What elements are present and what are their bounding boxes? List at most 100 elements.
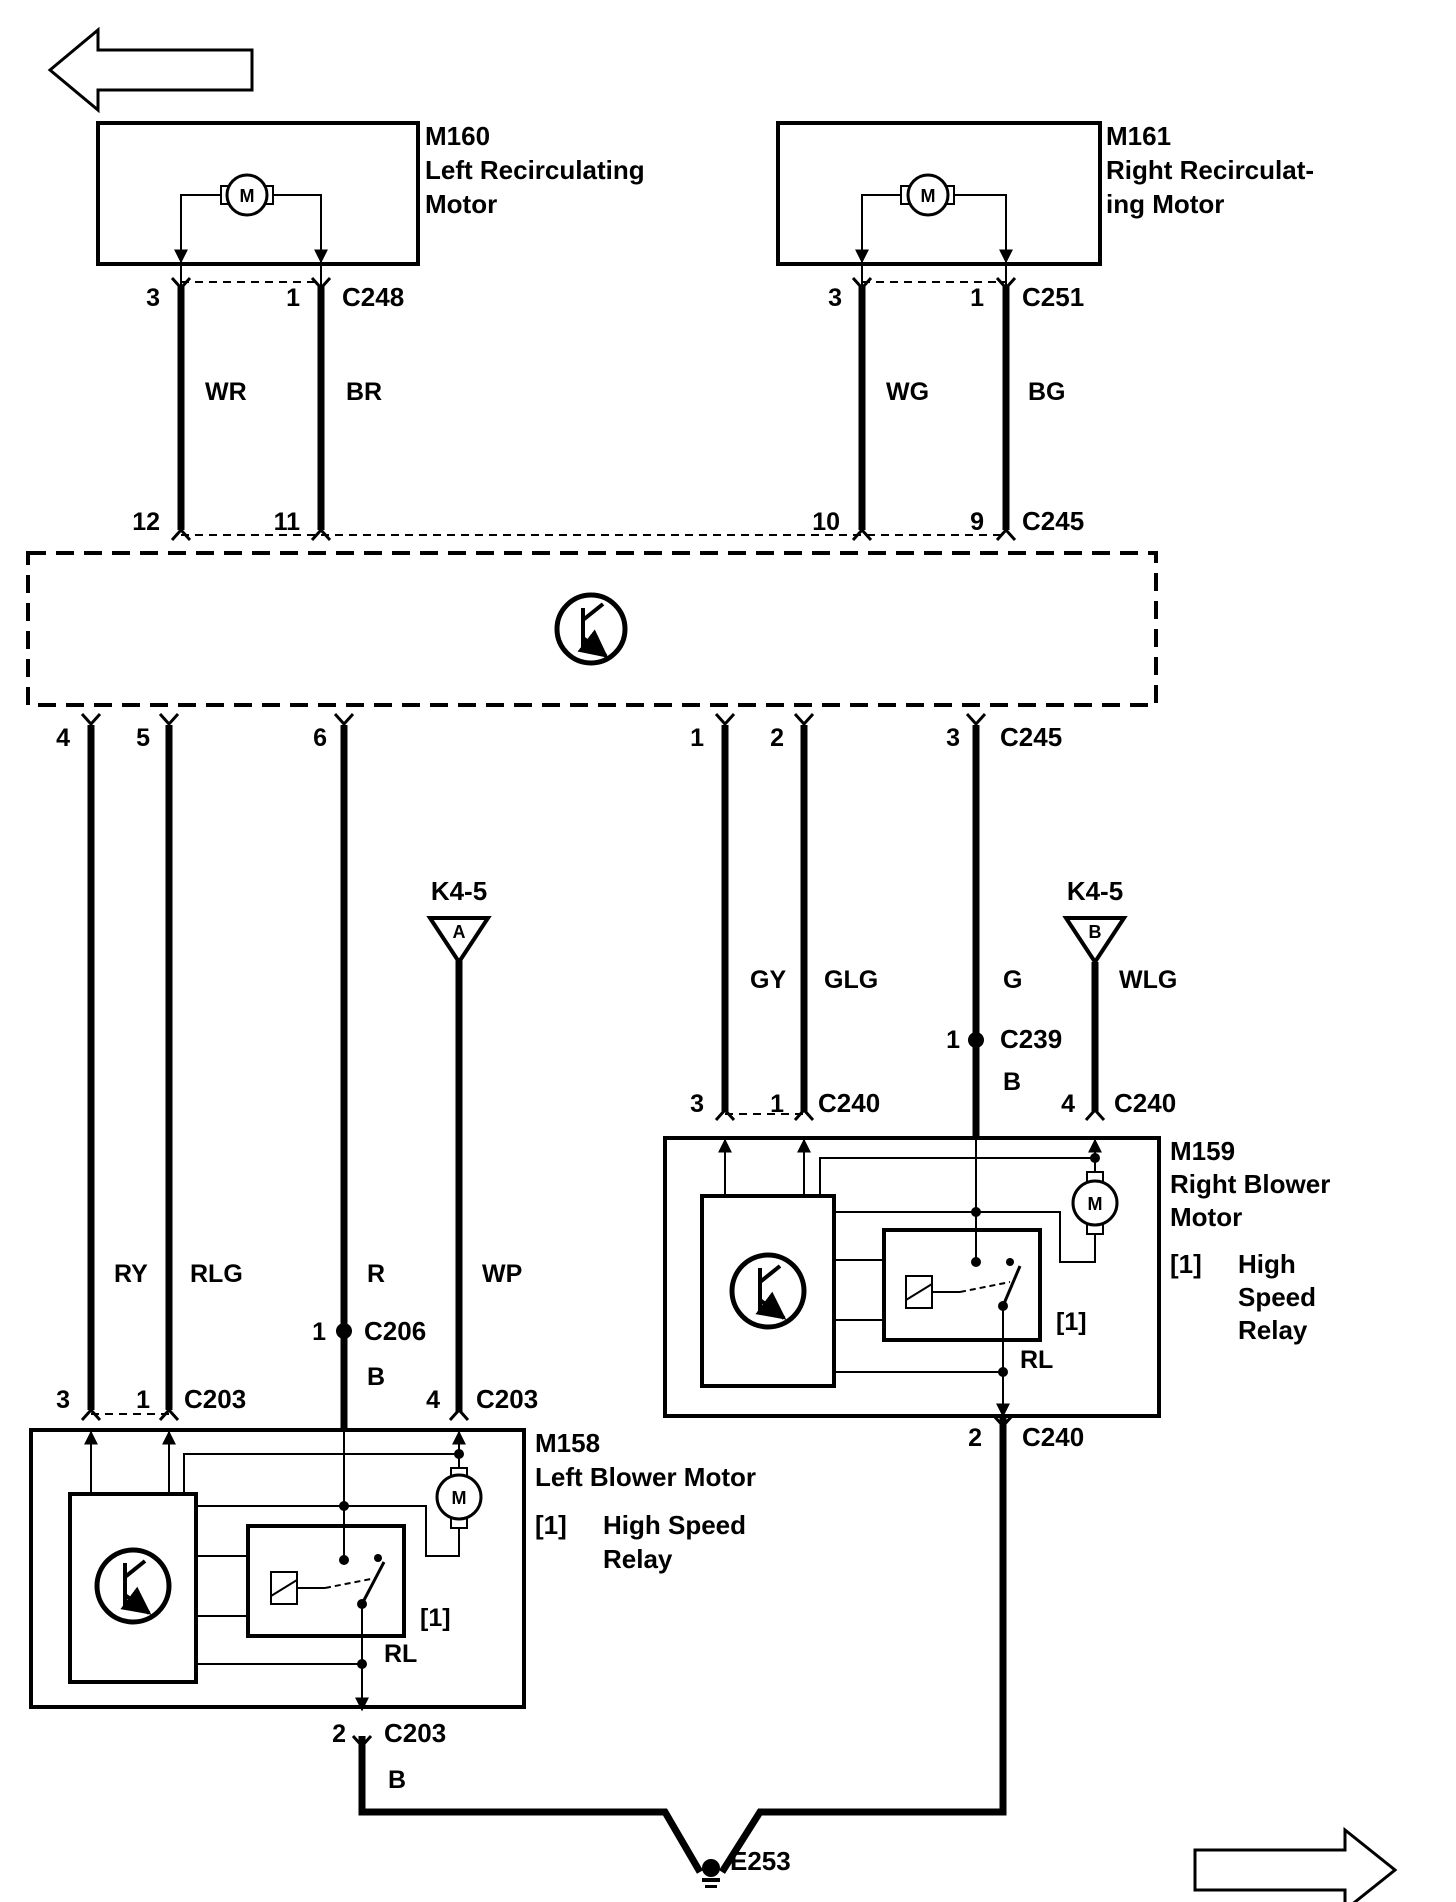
- pin-c203-2: 2: [332, 1720, 346, 1748]
- connector-c240-top: C240: [818, 1088, 880, 1118]
- connector-c239: C239: [1000, 1024, 1062, 1054]
- connector-c203-bottom: C203: [384, 1718, 446, 1748]
- relay-terminal-m159: RL: [1020, 1346, 1053, 1374]
- previous-page-arrow-icon[interactable]: [47, 26, 254, 114]
- connector-c245-top: C245: [1022, 506, 1084, 536]
- m158-relay-line2: Relay: [603, 1544, 673, 1574]
- m159-code: M159: [1170, 1136, 1235, 1166]
- ground-icon: [702, 1859, 720, 1888]
- m158-relay-ref: [1]: [535, 1510, 567, 1540]
- m159-nodes: [971, 1153, 1100, 1377]
- reference-a-letter: A: [453, 922, 466, 942]
- m160-left-recirculating-motor: M: [96, 121, 420, 290]
- pin-c245-4: 4: [56, 724, 70, 752]
- pin-c248-3: 3: [146, 284, 160, 312]
- motor-symbol: M: [240, 186, 255, 206]
- connector-c251: C251: [1022, 282, 1084, 312]
- transistor-icon: [94, 1547, 172, 1625]
- m161-name-line2: ing Motor: [1106, 189, 1224, 219]
- connector-c245-bottom: C245: [1000, 722, 1062, 752]
- reference-b-code: K4-5: [1067, 876, 1123, 906]
- pin-c206-1: 1: [312, 1318, 326, 1346]
- reference-a-code: K4-5: [431, 876, 487, 906]
- motor-icon: [225, 173, 269, 217]
- wire-ry: RY: [114, 1260, 148, 1288]
- motor-symbol: M: [921, 186, 936, 206]
- pin-c245-3: 3: [946, 724, 960, 752]
- pin-c251-1: 1: [970, 284, 984, 312]
- connector-ticks-upper: [170, 276, 1017, 542]
- relay-tag-m158: [1]: [420, 1604, 451, 1632]
- relay-tag-m159: [1]: [1056, 1308, 1087, 1336]
- pin-c203-1: 1: [136, 1386, 150, 1414]
- wire-wg: WG: [886, 378, 929, 406]
- m161-name-line1: Right Recirculat-: [1106, 155, 1314, 185]
- wire-r: R: [367, 1260, 385, 1288]
- next-page-arrow-icon[interactable]: [1193, 1826, 1398, 1902]
- m159-name-line1: Right Blower: [1170, 1169, 1330, 1199]
- m158-name-line1: Left Blower Motor: [535, 1462, 756, 1492]
- wire-b-left: B: [367, 1363, 385, 1391]
- wire-wlg: WLG: [1119, 966, 1177, 994]
- transistor-icon: [554, 592, 628, 666]
- motor-symbol: M: [452, 1488, 467, 1508]
- pin-c240-2: 2: [968, 1424, 982, 1452]
- pin-c240-4: 4: [1061, 1090, 1075, 1118]
- m158-code: M158: [535, 1428, 600, 1458]
- connector-c240-bottom: C240: [1022, 1422, 1084, 1452]
- connector-c203-top: C203: [184, 1384, 246, 1414]
- wire-rlg: RLG: [190, 1260, 243, 1288]
- motor-icon: M: [1071, 1171, 1119, 1235]
- climate-control-module: [26, 551, 1158, 707]
- reference-b[interactable]: K4-5 B: [1062, 876, 1128, 966]
- wire-wr: WR: [205, 378, 247, 406]
- m158-relay-line1: High Speed: [603, 1510, 746, 1540]
- connector-c203-right: C203: [476, 1384, 538, 1414]
- pin-c203-3: 3: [56, 1386, 70, 1414]
- pin-c245-2: 2: [770, 724, 784, 752]
- wire-gy: GY: [750, 966, 786, 994]
- connector-c240-right: C240: [1114, 1088, 1176, 1118]
- reference-b-letter: B: [1089, 922, 1102, 942]
- pin-c245-10: 10: [812, 508, 840, 536]
- motor-symbol: M: [1088, 1194, 1103, 1214]
- wire-g: G: [1003, 966, 1022, 994]
- pin-c245-9: 9: [970, 508, 984, 536]
- m160-code: M160: [425, 121, 490, 151]
- m159-relay-line3: Relay: [1238, 1315, 1308, 1345]
- pin-c245-6: 6: [313, 724, 327, 752]
- motor-icon: [906, 173, 950, 217]
- pin-c245-1: 1: [690, 724, 704, 752]
- relay-terminal-m158: RL: [384, 1640, 417, 1668]
- wire-br: BR: [346, 378, 382, 406]
- reference-a[interactable]: K4-5 A: [426, 876, 492, 966]
- pin-c245-11: 11: [274, 508, 301, 536]
- pin-c245-12: 12: [132, 508, 160, 536]
- m159-name-line2: Motor: [1170, 1202, 1242, 1232]
- m158-left-blower-motor: [29, 1428, 526, 1712]
- m158-nodes: [339, 1449, 464, 1669]
- m160-name-line2: Motor: [425, 189, 497, 219]
- wire-b-ground: B: [388, 1766, 406, 1794]
- m159-relay-ref: [1]: [1170, 1249, 1202, 1279]
- m159-relay-line2: Speed: [1238, 1282, 1316, 1312]
- lower-harness: [87, 725, 1099, 1874]
- wire-wp: WP: [482, 1260, 522, 1288]
- pin-c239-1: 1: [946, 1026, 960, 1054]
- m159-right-blower-motor: [663, 1136, 1161, 1418]
- transistor-icon: [729, 1252, 807, 1330]
- pin-c240-1: 1: [770, 1090, 784, 1118]
- pin-c203-4: 4: [426, 1386, 440, 1414]
- m160-name-line1: Left Recirculating: [425, 155, 645, 185]
- c206-splice: [336, 1323, 352, 1339]
- connector-ticks-lower: [80, 712, 1106, 1749]
- connector-c248: C248: [342, 282, 404, 312]
- pin-c248-1: 1: [286, 284, 300, 312]
- motor-icon: M: [435, 1467, 483, 1529]
- upper-harness: [177, 281, 1010, 536]
- m161-right-recirculating-motor: M: [776, 121, 1102, 290]
- wire-b-right: B: [1003, 1068, 1021, 1096]
- wire-glg: GLG: [824, 966, 878, 994]
- m161-code: M161: [1106, 121, 1171, 151]
